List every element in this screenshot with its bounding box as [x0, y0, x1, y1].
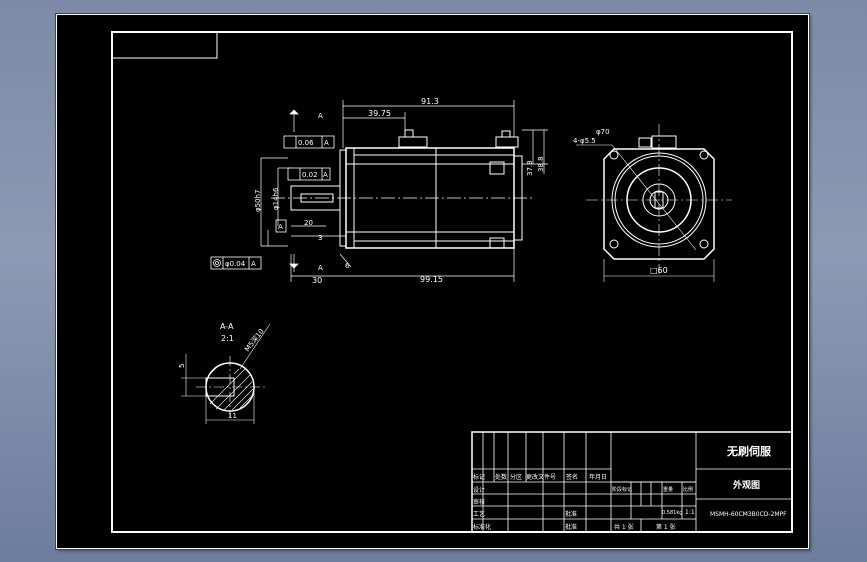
tol-concentricity-datum: A [251, 260, 256, 268]
dim-chamfer: 6 [345, 262, 350, 270]
engineering-drawing: 91.3 39.75 0.06 A 0.02 A φ0.04 A A A A φ… [56, 14, 809, 549]
dim-holes: 4-φ5.5 [573, 137, 596, 145]
side-view-dimensions [260, 100, 548, 282]
section-title: A-A [220, 322, 234, 331]
dim-height-1: 37.8 [526, 160, 534, 176]
role-design: 设计 [473, 486, 485, 494]
label-scale: 比例 [683, 486, 693, 493]
title-code: MSMH-60CM3B0CD-2MPF [710, 511, 787, 518]
dim-key-depth: 11 [228, 412, 237, 420]
dim-shaft-dia: φ50h7 [254, 190, 262, 212]
tolerance-frames [210, 135, 335, 270]
drawing-sheet: 91.3 39.75 0.06 A 0.02 A φ0.04 A A A A φ… [56, 14, 809, 549]
approval-2: 批准 [565, 523, 577, 531]
dim-flange: □60 [650, 266, 668, 275]
dim-shaft-small-dia: φ14h6 [272, 187, 280, 210]
sheet-number: 第 1 张 [656, 523, 676, 531]
header-date: 年月日 [589, 473, 607, 481]
section-aa-view [181, 323, 271, 424]
section-aa-labels: A-A 2:1 M5深10 5 11 [178, 322, 266, 420]
header-signature: 签名 [566, 473, 578, 481]
label-stage: 阶段标记 [612, 486, 632, 493]
role-standard: 标准化 [473, 523, 491, 531]
role-process: 工艺 [473, 510, 485, 518]
motor-side-view [271, 129, 534, 249]
header-zone: 分区 [510, 473, 522, 481]
inner-frame [111, 31, 793, 533]
dim-shoulder: 3 [318, 234, 322, 242]
header-mark: 标记 [473, 473, 485, 481]
tol-runout-value: 0.02 [302, 171, 318, 179]
dim-height-2: 38.8 [537, 156, 545, 172]
section-mark-bottom: A [318, 264, 323, 272]
tol-perpendicularity-value: 0.06 [298, 139, 314, 147]
motor-front-view [576, 124, 732, 282]
datum-a-box: A [278, 223, 283, 231]
dim-body-length: 99.15 [420, 275, 443, 284]
dim-key-width: 5 [178, 364, 186, 368]
approval-1: 批准 [565, 510, 577, 518]
title-main: 无刷伺服 [726, 444, 772, 458]
section-mark-top: A [318, 112, 323, 120]
front-view-labels: φ70 4-φ5.5 □60 [573, 128, 668, 275]
header-count: 处数 [495, 473, 507, 481]
side-view-labels: 91.3 39.75 0.06 A 0.02 A φ0.04 A A A A φ… [225, 97, 545, 285]
section-scale: 2:1 [221, 334, 234, 343]
scale-value: 1:1 [685, 509, 695, 516]
title-drawing-name: 外观图 [732, 479, 760, 491]
dim-key-length: 20 [304, 219, 313, 227]
dim-overall-length: 91.3 [421, 97, 439, 106]
sheets-total: 共 1 张 [614, 523, 634, 531]
dim-thread: M5深10 [242, 327, 265, 353]
dim-shaft-length: 30 [312, 276, 322, 285]
label-weight: 重量 [663, 486, 673, 493]
tol-concentricity-value: φ0.04 [225, 260, 246, 268]
title-block [471, 431, 793, 533]
tol-perpendicularity-datum: A [324, 139, 329, 147]
title-block-text: 无刷伺服 外观图 MSMH-60CM3B0CD-2MPF 标记 处数 分区 更改… [473, 444, 787, 531]
corner-box [112, 32, 218, 59]
weight-value: 0.581kg [662, 510, 682, 516]
outer-border [56, 14, 809, 549]
dim-hole-pcd: φ70 [596, 128, 610, 136]
tol-runout-datum: A [323, 171, 328, 179]
dim-key-position: 39.75 [368, 109, 391, 118]
header-change-doc: 更改文件号 [526, 473, 556, 481]
role-review: 审核 [473, 498, 485, 506]
